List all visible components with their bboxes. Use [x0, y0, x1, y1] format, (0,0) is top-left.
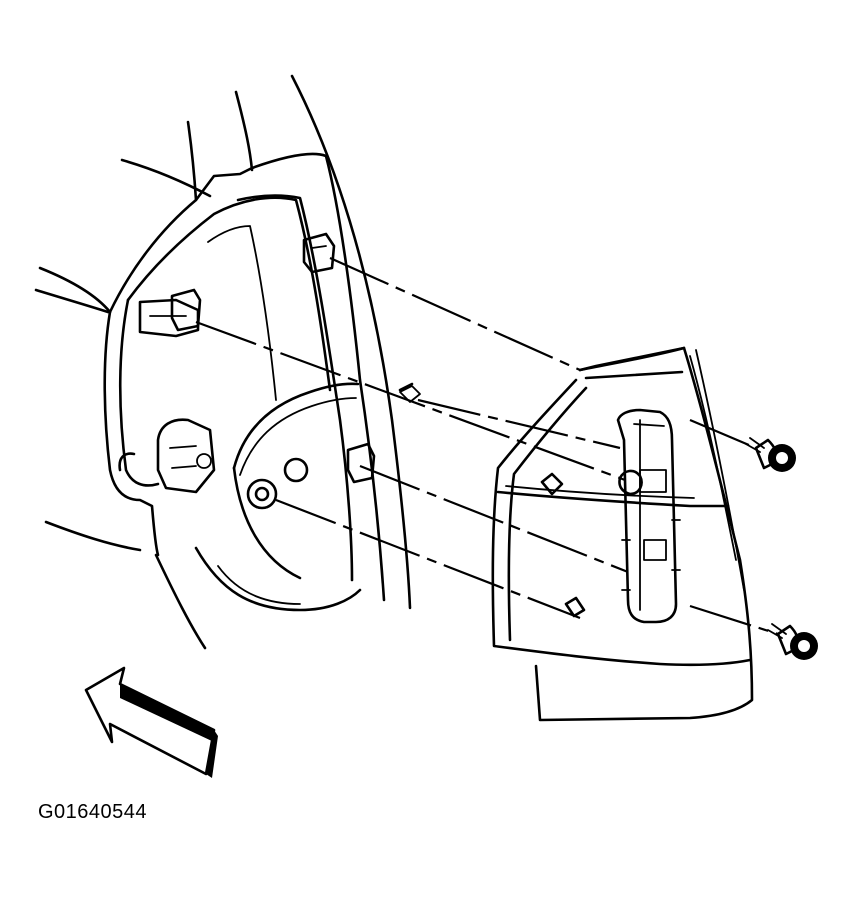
alignment-lines	[195, 256, 779, 636]
arrow-left-up-icon	[84, 666, 218, 778]
screw-icon	[745, 437, 796, 472]
retainer-clip-left	[170, 288, 202, 332]
retainer-clip-lower	[346, 442, 376, 484]
vehicle-body-panel	[34, 74, 421, 650]
screw-icon	[767, 623, 818, 660]
retainer-clip-upper	[302, 232, 336, 274]
tail-lamp-assembly	[398, 346, 754, 722]
bulb-holder	[616, 408, 678, 624]
figure-id-label: G01640544	[38, 801, 148, 823]
